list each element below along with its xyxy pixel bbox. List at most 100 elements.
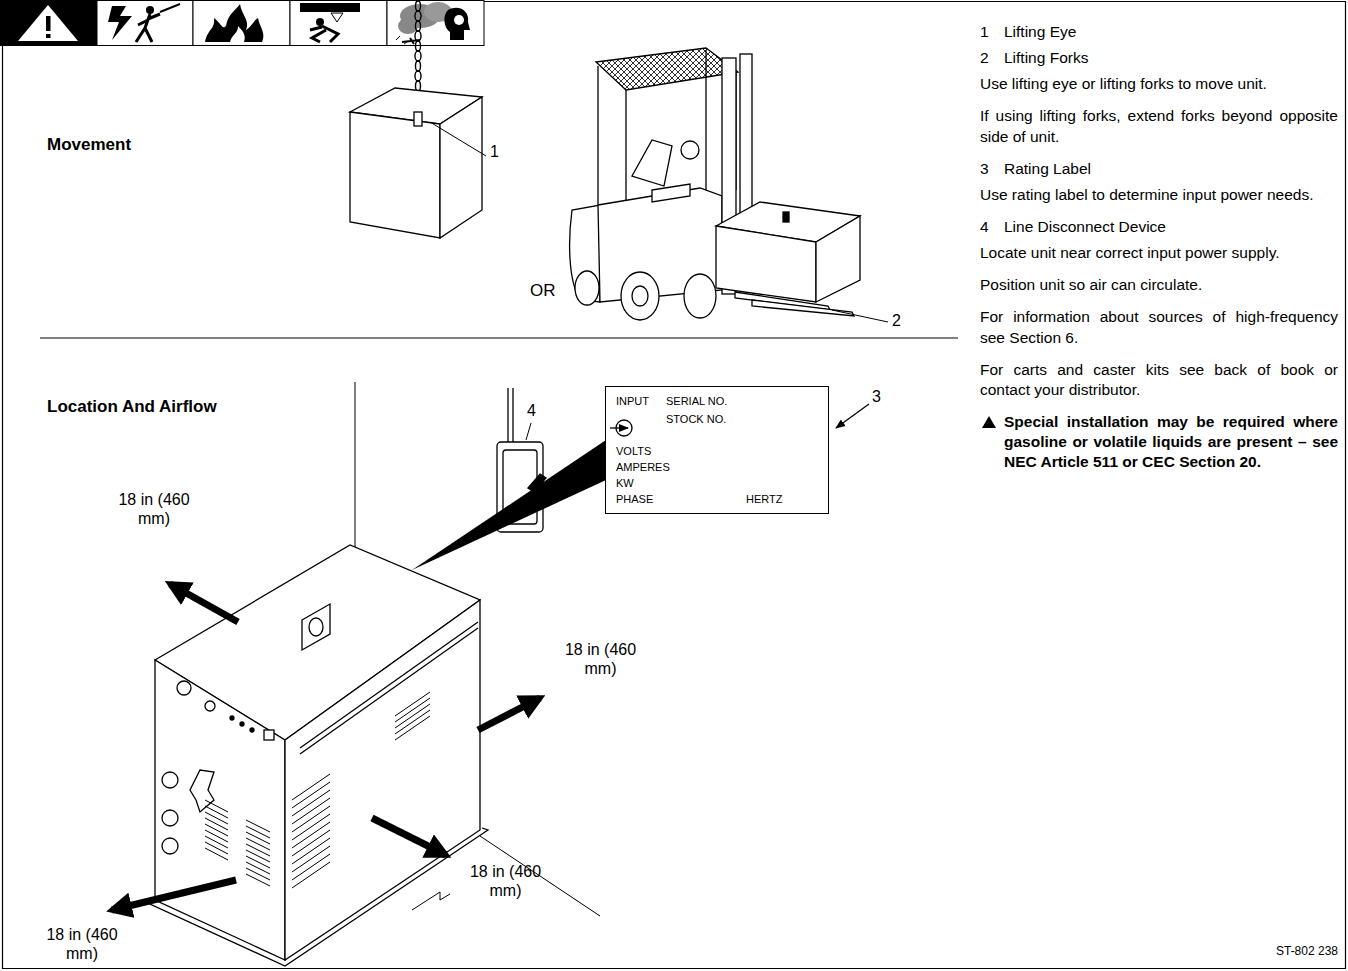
input-symbol — [610, 420, 632, 436]
input-symbol — [610, 427, 628, 428]
welding-machine — [300, 622, 478, 748]
box-on-chain — [416, 61, 421, 71]
leader-arrow — [836, 404, 869, 428]
section-heading: Movement — [47, 135, 267, 155]
line-disconnect-device — [507, 388, 508, 442]
box-on-chain — [416, 41, 421, 51]
clearance-dimension: 18 in (460 mm) — [118, 490, 190, 528]
airflow-arrows — [112, 584, 540, 910]
clearance-dimension: 18 in (460 mm) — [36, 925, 128, 963]
hazard-symbols — [160, 4, 180, 12]
forklift — [783, 212, 789, 222]
hazard-symbols — [97, 1, 193, 46]
label-field: PHASE — [616, 493, 653, 506]
page-frame — [3, 2, 1346, 969]
leader-line — [430, 122, 486, 156]
airflow-arrows — [372, 818, 446, 855]
page-frame — [40, 338, 958, 339]
hazard-symbols — [146, 6, 154, 14]
callout-number: 3 — [872, 387, 892, 406]
box-on-chain — [440, 97, 482, 238]
notes-column: 1Lifting Eye2Lifting ForksUse lifting ey… — [980, 22, 1338, 484]
forklift — [816, 216, 860, 302]
page-frame — [3, 2, 1346, 969]
legend-item: 1Lifting Eye — [980, 22, 1338, 42]
welding-machine — [205, 800, 228, 860]
forklift — [597, 66, 598, 228]
hazard-symbols — [331, 13, 343, 22]
welding-machine — [205, 701, 215, 711]
hazard-symbols — [300, 3, 360, 12]
callout-number: 1 — [490, 142, 510, 161]
box-on-chain — [416, 81, 421, 91]
hazard-symbols — [0, 0, 97, 46]
hazard-symbols — [230, 26, 245, 42]
label-field: SERIAL NO. — [666, 395, 727, 408]
callout-number: 4 — [527, 401, 547, 420]
welding-machine — [309, 618, 323, 636]
airflow-arrows — [478, 698, 540, 730]
box-on-chain — [415, 71, 421, 81]
clearance-dimension: 18 in (460 mm) — [553, 640, 648, 678]
rating-label: INPUTSERIAL NO.STOCK NO.VOLTSAMPERESKWPH… — [605, 386, 829, 514]
instruction-text: Use lifting eye or lifting forks to move… — [980, 74, 1338, 94]
callout-number: 1 — [980, 22, 1004, 42]
hazard-symbols — [444, 8, 470, 40]
box-on-chain — [350, 1, 482, 238]
hazard-symbols — [387, 1, 484, 46]
welding-machine — [162, 772, 178, 788]
legend-item: 3Rating Label — [980, 159, 1338, 179]
forklift — [681, 141, 699, 159]
hazard-symbols — [46, 16, 51, 31]
instruction-text: Position unit so air can circulate. — [980, 275, 1338, 295]
welding-machine — [205, 692, 450, 910]
or-text: OR — [530, 281, 570, 301]
part-name: Lifting Eye — [1004, 23, 1076, 40]
drawing-number: ST-802 238 — [1180, 944, 1338, 958]
forklift — [716, 226, 816, 302]
hazard-symbols — [0, 0, 484, 46]
box-on-chain — [414, 112, 422, 126]
welding-machine — [264, 730, 274, 740]
welding-machine — [302, 604, 330, 650]
label-field: VOLTS — [616, 445, 651, 458]
box-on-chain — [416, 21, 421, 31]
welding-machine — [230, 716, 234, 720]
hazard-symbols — [136, 14, 160, 42]
welding-machine — [150, 545, 488, 966]
airflow-arrows — [112, 880, 236, 910]
instruction-text: For information about sources of high-fr… — [980, 307, 1338, 347]
label-field: HERTZ — [746, 493, 782, 506]
welding-machine — [162, 838, 178, 854]
part-name: Rating Label — [1004, 160, 1091, 177]
box-on-chain — [350, 112, 440, 238]
forklift — [621, 272, 659, 320]
instruction-text: If using lifting forks, extend forks bey… — [980, 106, 1338, 146]
welding-machine — [240, 722, 244, 726]
hazard-symbols — [46, 34, 51, 38]
forklift — [632, 140, 672, 186]
room-lines — [355, 382, 356, 548]
forklift — [652, 184, 690, 202]
warning-note: Special installation may be required whe… — [980, 412, 1338, 472]
leader-line — [832, 310, 888, 322]
forklift — [596, 48, 738, 90]
welding-machine — [412, 892, 450, 910]
hazard-symbols — [454, 15, 464, 25]
hazard-symbols — [205, 4, 263, 42]
label-field: KW — [616, 477, 634, 490]
welding-machine — [300, 628, 478, 754]
box-on-chain — [415, 31, 421, 41]
hazard-symbols — [310, 26, 338, 42]
box-on-chain — [415, 11, 421, 21]
callout-number: 3 — [980, 159, 1004, 179]
welding-machine — [190, 770, 214, 812]
hazard-symbols — [290, 1, 387, 46]
part-name: Lifting Forks — [1004, 49, 1088, 66]
label-pointer — [412, 440, 606, 570]
part-name: Line Disconnect Device — [1004, 218, 1166, 235]
welding-machine — [162, 810, 178, 826]
